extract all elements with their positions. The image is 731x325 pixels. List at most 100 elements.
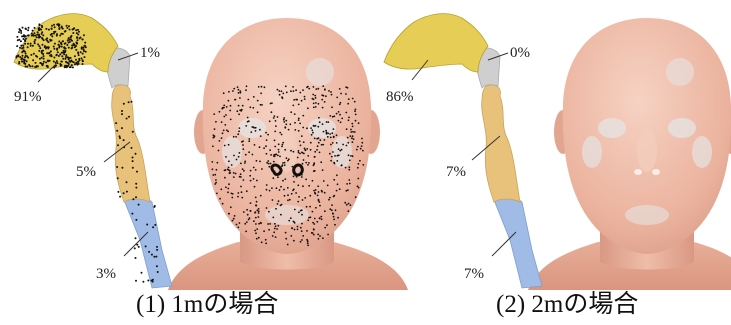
particle xyxy=(253,96,255,98)
particle xyxy=(321,190,323,192)
particle xyxy=(339,114,341,116)
particle xyxy=(288,220,290,222)
particle xyxy=(302,235,304,237)
particle xyxy=(347,103,349,105)
particle xyxy=(357,167,359,169)
particle xyxy=(334,163,336,165)
particle xyxy=(255,169,257,171)
particle xyxy=(236,159,238,161)
particle xyxy=(318,142,320,144)
particle xyxy=(256,228,258,230)
particle xyxy=(348,203,350,205)
particle xyxy=(59,53,61,55)
particle xyxy=(135,257,137,259)
particle xyxy=(35,62,37,64)
particle xyxy=(126,118,128,120)
particle xyxy=(70,37,72,39)
particle xyxy=(266,189,268,191)
particle xyxy=(278,90,280,92)
particle xyxy=(318,117,320,119)
trachea-segment xyxy=(124,198,172,288)
particle xyxy=(312,94,314,96)
particle xyxy=(234,215,236,217)
particle xyxy=(115,122,117,124)
particle xyxy=(293,176,295,178)
particle xyxy=(259,129,261,131)
particle xyxy=(64,65,66,67)
particle xyxy=(322,123,324,125)
particle xyxy=(362,164,364,166)
particle xyxy=(337,183,339,185)
particle xyxy=(327,132,329,134)
particle xyxy=(306,206,308,208)
particle xyxy=(227,188,229,190)
particle xyxy=(151,254,153,256)
particle xyxy=(71,47,73,49)
particle xyxy=(224,177,226,179)
particle xyxy=(292,166,294,168)
particle xyxy=(331,132,333,134)
particle xyxy=(268,163,270,165)
particle xyxy=(329,153,331,155)
particle xyxy=(79,59,81,61)
particle xyxy=(31,33,33,35)
particle xyxy=(328,199,330,201)
particle xyxy=(332,151,334,153)
particle xyxy=(22,55,24,57)
particle xyxy=(330,160,332,162)
particle xyxy=(240,186,242,188)
particle xyxy=(258,86,260,88)
particle xyxy=(267,160,269,162)
particle xyxy=(296,176,298,178)
particle xyxy=(239,97,241,99)
particle xyxy=(261,168,263,170)
particle xyxy=(274,146,276,148)
particle xyxy=(47,66,49,68)
particle xyxy=(340,93,342,95)
particle xyxy=(360,148,362,150)
particle xyxy=(267,134,269,136)
particle xyxy=(330,144,332,146)
particle xyxy=(277,116,279,118)
particle xyxy=(62,28,64,30)
particle xyxy=(27,29,29,31)
particle xyxy=(348,166,350,168)
particle xyxy=(69,41,71,43)
particle xyxy=(70,57,72,59)
particle xyxy=(333,115,335,117)
particle xyxy=(214,174,216,176)
particle xyxy=(228,160,230,162)
particle xyxy=(284,162,286,164)
particle xyxy=(269,149,271,151)
particle xyxy=(307,244,309,246)
particle xyxy=(326,132,328,134)
particle xyxy=(58,25,60,27)
particle xyxy=(21,47,23,49)
particle xyxy=(302,127,304,129)
particle xyxy=(48,52,50,54)
particle xyxy=(41,31,43,33)
particle xyxy=(330,91,332,93)
particle xyxy=(123,139,125,141)
particle xyxy=(332,212,334,214)
particle xyxy=(258,208,260,210)
particle xyxy=(42,64,44,66)
particle xyxy=(248,120,250,122)
particle xyxy=(304,96,306,98)
particle xyxy=(274,140,276,142)
particle xyxy=(276,187,278,189)
particle xyxy=(18,63,20,65)
particle xyxy=(266,162,268,164)
particle xyxy=(20,30,22,32)
particle xyxy=(280,214,282,216)
particle xyxy=(72,32,74,34)
particle xyxy=(138,204,140,206)
particle xyxy=(314,156,316,158)
particle xyxy=(240,92,242,94)
particle xyxy=(38,37,40,39)
particle xyxy=(135,196,137,198)
particle xyxy=(249,106,251,108)
head-model-2 xyxy=(528,18,731,290)
particle xyxy=(270,163,272,165)
particle xyxy=(298,130,300,132)
